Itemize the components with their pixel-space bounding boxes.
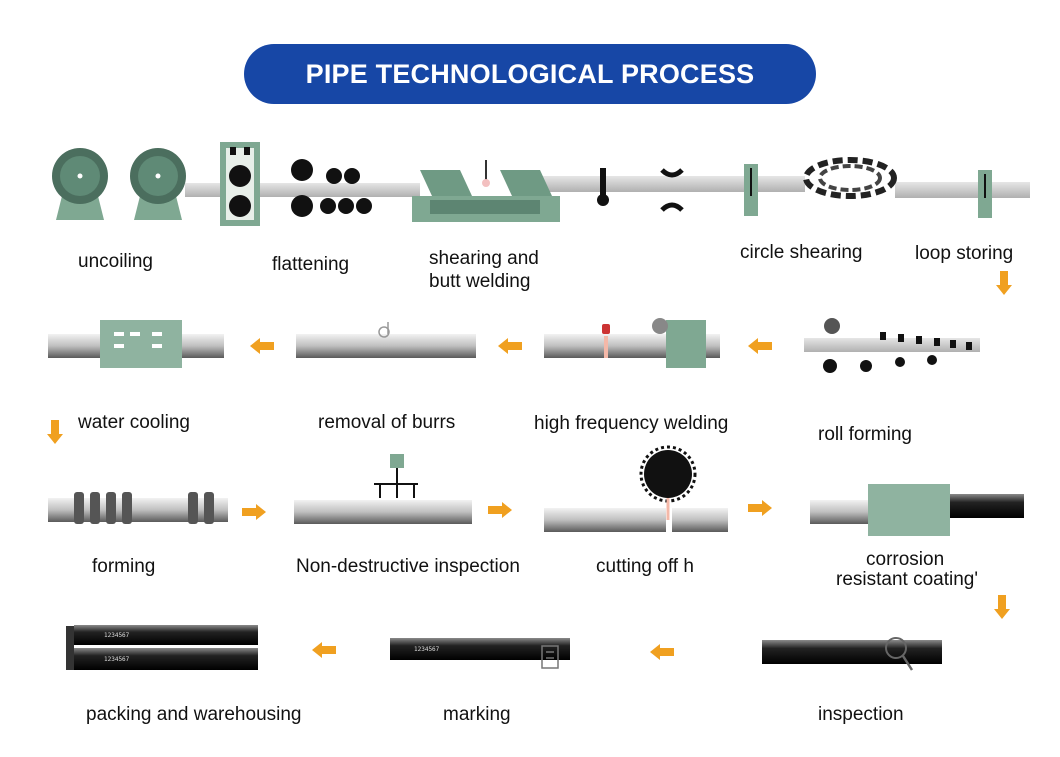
- arrow-left-5: [650, 644, 674, 660]
- label-inspection: inspection: [818, 704, 904, 725]
- forming-machine: [48, 492, 228, 524]
- label-removal-of-burrs: removal of burrs: [318, 412, 456, 433]
- label-cutting-off: cutting off h: [596, 556, 694, 577]
- roll-forming-machine: [804, 318, 980, 373]
- high-frequency-welding-machine: [544, 318, 720, 368]
- water-cooling-machine: [48, 320, 224, 368]
- label-high-frequency-welding: high frequency welding: [534, 413, 729, 434]
- arrow-left-4: [312, 642, 336, 658]
- circle-shearing-machine: [744, 157, 897, 216]
- label-loop-storing: loop storing: [915, 243, 1014, 264]
- uncoiler-2: [130, 148, 186, 220]
- flattening-machine: [220, 142, 372, 226]
- label-water-cooling: water cooling: [78, 412, 190, 433]
- svg-text:1234567: 1234567: [104, 656, 130, 663]
- burr-removal-pipe: [296, 322, 476, 358]
- label-forming: forming: [92, 556, 156, 577]
- arrow-right-1: [242, 504, 266, 520]
- arrow-down-1: [996, 271, 1012, 295]
- ndt-inspection-pipe: [294, 454, 472, 524]
- arrow-right-3: [748, 500, 772, 516]
- arrow-left-3: [748, 338, 772, 354]
- label-non-destructive-inspection: Non-destructive inspection: [296, 556, 520, 577]
- arrow-left-1: [250, 338, 274, 354]
- arrow-right-2: [488, 502, 512, 518]
- packed-pipes: 1234567 1234567: [66, 625, 258, 670]
- page-title: PIPE TECHNOLOGICAL PROCESS: [244, 44, 816, 104]
- uncoiler-1: [52, 148, 108, 220]
- label-roll-forming: roll forming: [818, 424, 912, 445]
- marking-pipe: 1234567: [390, 638, 570, 669]
- svg-text:1234567: 1234567: [414, 646, 440, 653]
- svg-text:1234567: 1234567: [104, 632, 130, 639]
- arrow-down-3: [994, 595, 1010, 619]
- strip-line: [185, 176, 1030, 198]
- arrow-left-2: [498, 338, 522, 354]
- shearing-welding-machine: [412, 160, 560, 222]
- label-circle-shearing: circle shearing: [740, 242, 863, 263]
- coating-machine: [810, 484, 1024, 536]
- label-corrosion-line1: corrosion: [866, 549, 945, 570]
- guide-rollers: [597, 168, 684, 212]
- arrow-down-2: [47, 420, 63, 444]
- cutting-saw: [544, 445, 728, 532]
- label-flattening: flattening: [272, 254, 350, 275]
- label-packing: packing and warehousing: [86, 704, 302, 725]
- loop-storing-machine: [978, 170, 992, 218]
- label-marking: marking: [443, 704, 511, 725]
- label-corrosion-line2: resistant coating': [836, 569, 978, 590]
- label-shearing-line2: butt welding: [429, 271, 531, 292]
- label-uncoiling: uncoiling: [78, 251, 153, 272]
- label-shearing-line1: shearing and: [429, 248, 539, 269]
- inspection-pipe: [762, 637, 942, 671]
